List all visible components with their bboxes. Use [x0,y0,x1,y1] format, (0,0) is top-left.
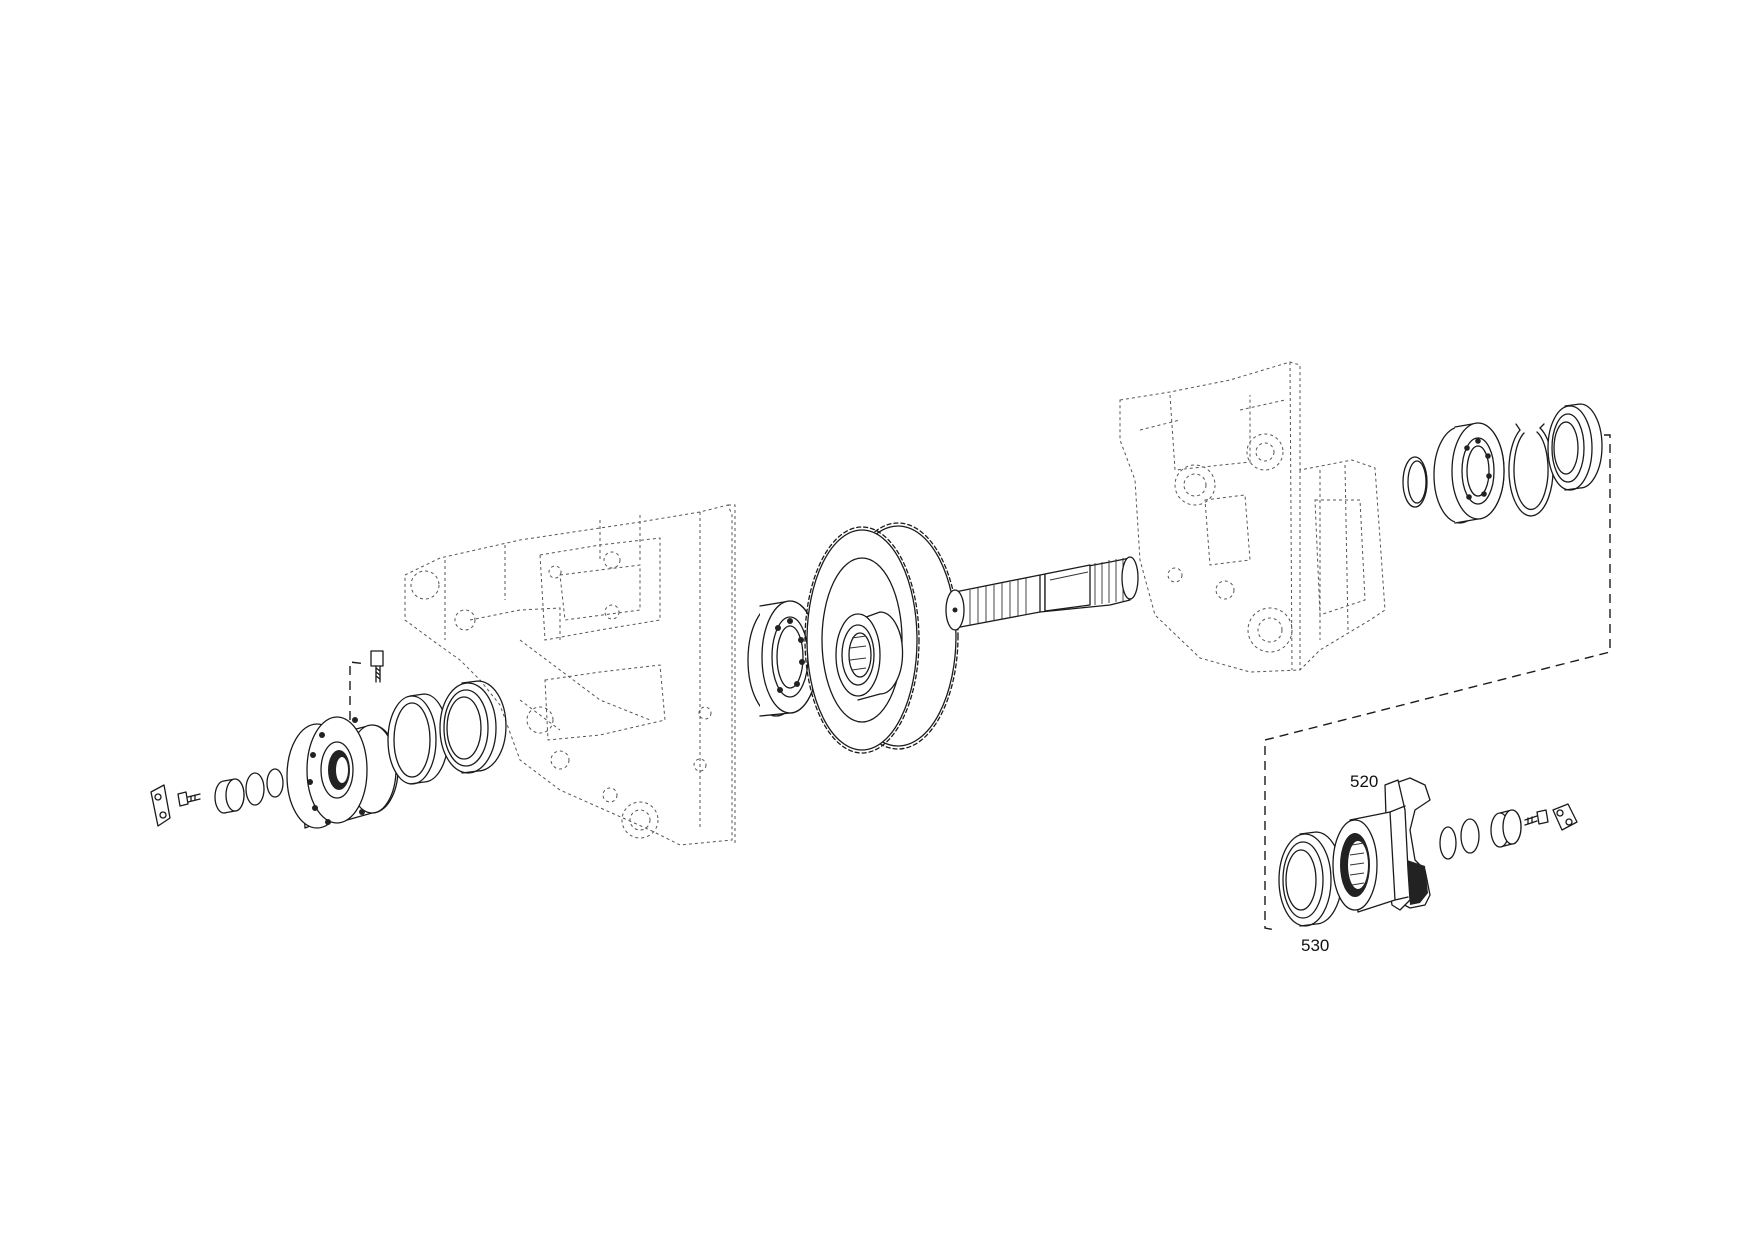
left-locking-plate [150,784,171,827]
part-label-530: 530 [1301,936,1330,955]
left-housing-outline [404,504,736,846]
right-housing-outline [1119,361,1386,673]
right-ball-bearing [1433,422,1505,524]
part-label-520: 520 [1350,772,1379,791]
right-locking-plate [1552,803,1578,831]
right-small-screw [1524,809,1549,826]
left-shaft-seal [439,680,507,774]
right-assembly-line [1264,434,1611,931]
left-small-screw [177,791,201,807]
left-output-flange [286,716,399,829]
right-cap-disc [1490,809,1522,848]
left-oring-1 [245,772,265,806]
left-assembly-line [349,661,367,735]
left-oring-2 [266,768,284,798]
right-oring-2 [1460,818,1480,854]
right-upper-seal [1547,403,1603,491]
large-spur-gear [804,522,959,754]
splined-shaft [945,556,1139,631]
right-small-ring [1402,456,1428,508]
flange-yoke-520 [1332,777,1431,913]
left-vertical-bolt [370,650,384,683]
right-snap-ring [1508,423,1554,517]
right-oring-1 [1439,826,1457,860]
left-spacer-ring [387,693,449,785]
left-cap-disc [214,778,245,814]
seal-530 [1278,831,1343,927]
